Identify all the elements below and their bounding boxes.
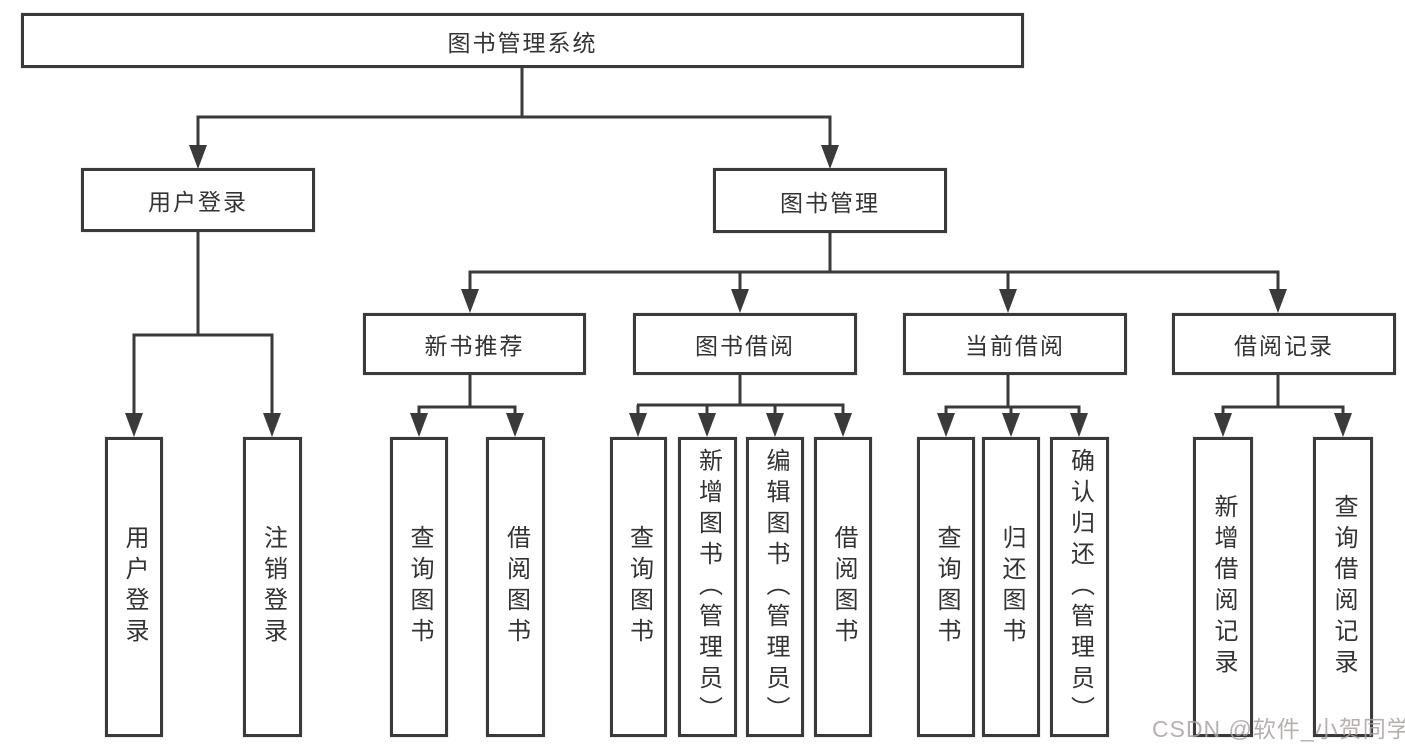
node-user-login: 用户登录 <box>81 168 315 232</box>
leaf-add-book-admin-label: 新增图书（管理员） <box>694 447 722 727</box>
connector-currentborrow-to-leaves <box>937 375 1088 437</box>
node-system-root-label: 图书管理系统 <box>447 29 598 56</box>
node-book-borrow: 图书借阅 <box>633 313 857 375</box>
leaf-query-book-1: 查询图书 <box>390 437 448 737</box>
leaf-edit-book-admin: 编辑图书（管理员） <box>746 437 804 737</box>
leaf-borrow-book-1-label: 借阅图书 <box>502 525 530 649</box>
node-current-borrow-label: 当前借阅 <box>965 333 1065 359</box>
node-new-book-recommend: 新书推荐 <box>363 313 586 375</box>
leaf-query-book-3-label: 查询图书 <box>933 525 960 649</box>
leaf-return-book-label: 归还图书 <box>998 525 1025 649</box>
connector-root-to-level2 <box>189 68 839 169</box>
connector-bookborrow-to-leaves <box>629 375 852 437</box>
leaf-add-borrow-record: 新增借阅记录 <box>1193 437 1253 737</box>
leaf-query-book-3: 查询图书 <box>917 437 975 737</box>
leaf-query-borrow-record: 查询借阅记录 <box>1313 437 1373 737</box>
leaf-query-book-1-label: 查询图书 <box>406 525 433 649</box>
leaf-query-book-2: 查询图书 <box>610 437 667 737</box>
node-book-borrow-label: 图书借阅 <box>695 333 795 359</box>
leaf-edit-book-admin-label: 编辑图书（管理员） <box>762 447 789 727</box>
node-system-root: 图书管理系统 <box>21 13 1024 68</box>
leaf-borrow-book-2: 借阅图书 <box>814 437 872 737</box>
node-book-management: 图书管理 <box>713 168 947 233</box>
leaf-add-book-admin: 新增图书（管理员） <box>678 437 737 737</box>
leaf-logout: 注销登录 <box>243 437 302 737</box>
node-book-management-label: 图书管理 <box>780 189 880 216</box>
node-borrow-records: 借阅记录 <box>1172 313 1396 375</box>
connector-newbook-to-leaves <box>410 375 524 437</box>
node-borrow-records-label: 借阅记录 <box>1234 333 1334 359</box>
leaf-borrow-book-2-label: 借阅图书 <box>830 525 857 649</box>
leaf-add-borrow-record-label: 新增借阅记录 <box>1210 494 1237 680</box>
leaf-user-login-label: 用户登录 <box>121 525 148 649</box>
leaf-query-borrow-record-label: 查询借阅记录 <box>1330 494 1357 680</box>
csdn-watermark: CSDN @软件_小贺同学 <box>1152 716 1405 742</box>
leaf-borrow-book-1: 借阅图书 <box>486 437 545 737</box>
node-user-login-label: 用户登录 <box>148 189 248 215</box>
connector-bookmgmt-to-level3 <box>461 233 1287 313</box>
leaf-logout-label: 注销登录 <box>259 525 287 649</box>
node-new-book-recommend-label: 新书推荐 <box>424 333 525 359</box>
leaf-return-book: 归还图书 <box>982 437 1040 737</box>
leaf-confirm-return-admin: 确认归还（管理员） <box>1050 437 1109 737</box>
connector-borrowrecords-to-leaves <box>1214 375 1352 437</box>
connector-userlogin-to-leaves <box>125 232 281 437</box>
node-current-borrow: 当前借阅 <box>903 313 1127 375</box>
leaf-query-book-2-label: 查询图书 <box>625 525 653 649</box>
leaf-user-login: 用户登录 <box>105 437 163 737</box>
leaf-confirm-return-admin-label: 确认归还（管理员） <box>1066 447 1094 727</box>
